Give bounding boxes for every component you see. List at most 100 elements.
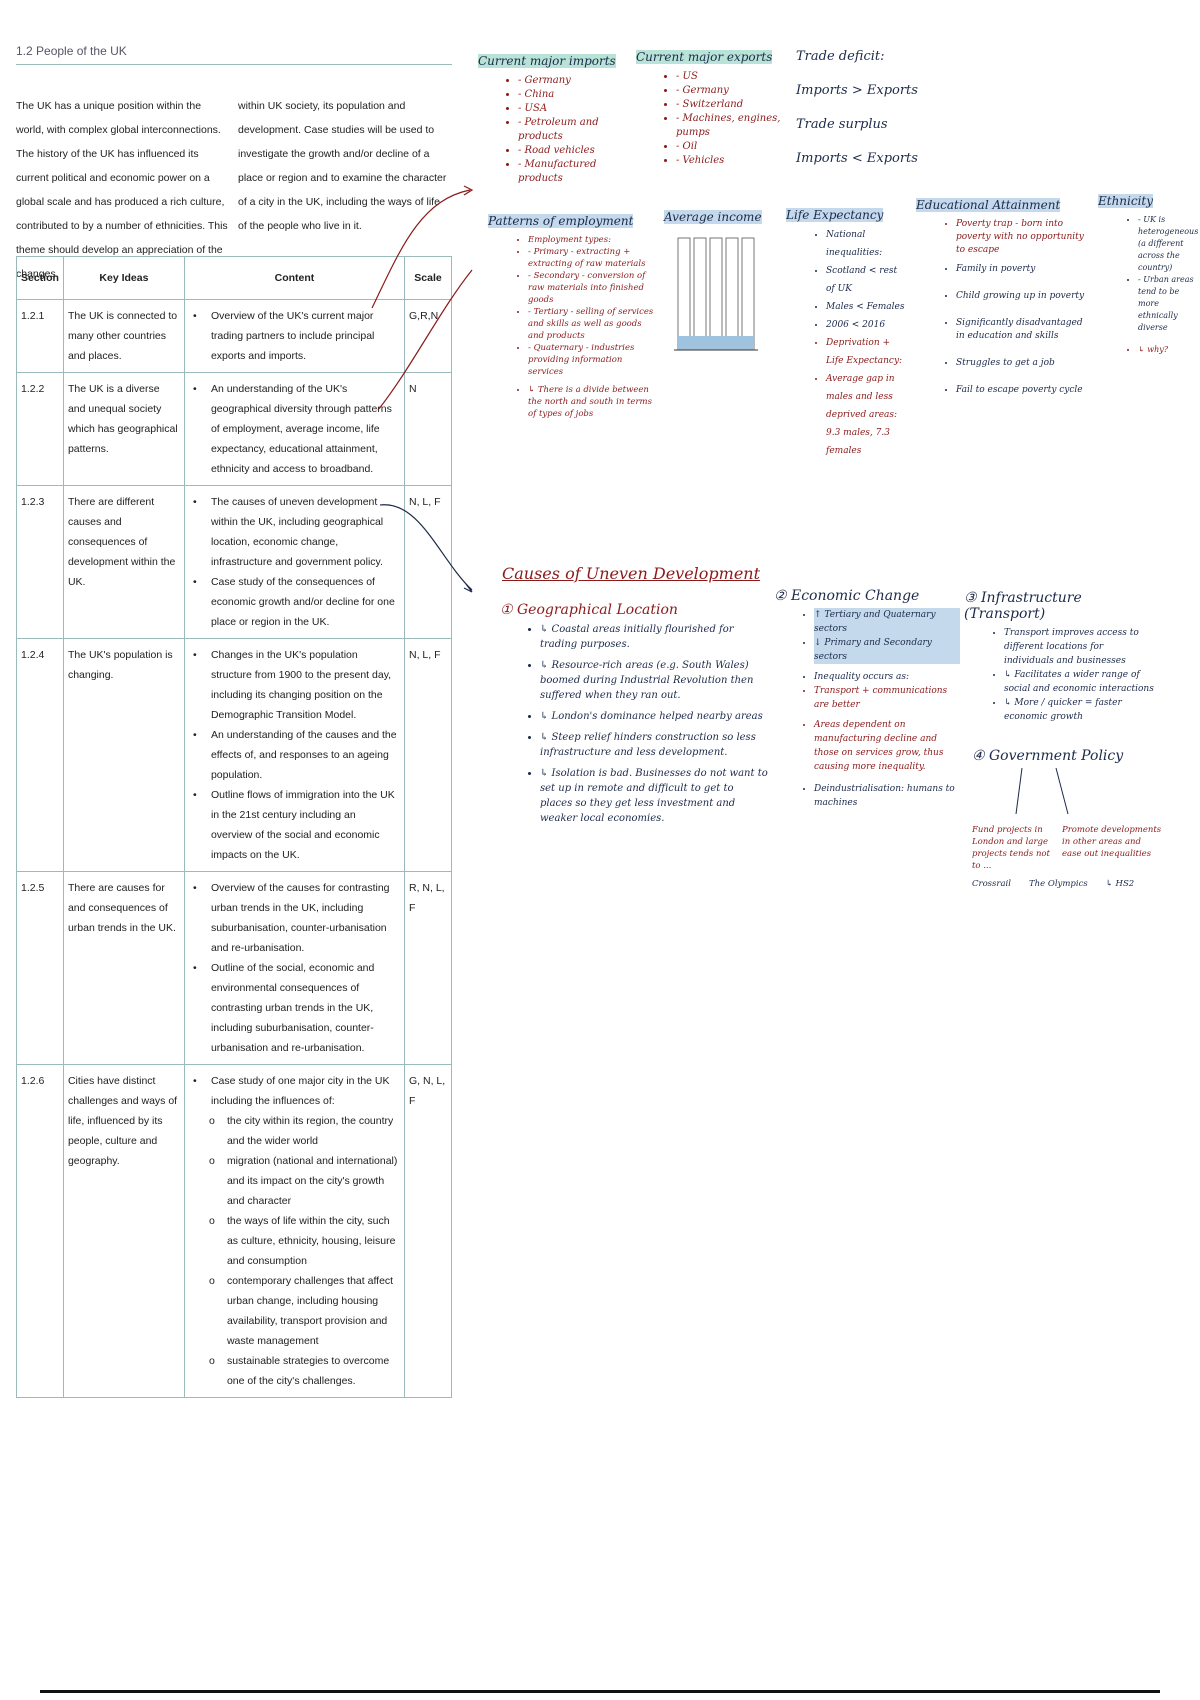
list-item: ↳ Steep relief hinders construction so l… [540,730,768,760]
key-idea-cell: Cities have distinct challenges and ways… [62,1064,185,1398]
promote-developments-text: Promote developments in other areas and … [1062,825,1162,859]
page-title: 1.2 People of the UK [16,44,452,65]
olympics-text: The Olympics [1028,879,1088,889]
causes-title: Causes of Uneven Development [502,564,761,583]
key-idea-cell: There are different causes and consequen… [62,485,185,639]
column-header: Section [16,256,64,300]
list-item: - Road vehicles [518,144,628,158]
content-cell: Case study of one major city in the UK i… [183,1064,406,1398]
list-item: Scotland < rest of UK [826,262,906,298]
list-item: ↳ More / quicker = faster economic growt… [1004,696,1154,724]
bar [725,237,739,351]
table-row: 1.2.4 The UK's population is changing. C… [16,638,452,872]
list-item: - Manufactured products [518,158,628,186]
content-subitem: migration (national and international) a… [209,1151,400,1211]
list-item: Males < Females [826,298,906,316]
section-cell: 1.2.3 [16,485,64,639]
content-item: An understanding of the causes and the e… [193,725,400,785]
scale-cell: G, N, L, F [404,1064,452,1398]
content-item: Case study of the consequences of econom… [193,572,400,632]
income-bar-sketch [674,237,758,351]
list-item: - Petroleum and products [518,116,628,144]
government-policy-note: ④ Government Policy Fund projects in Lon… [972,748,1192,890]
list-item: - Switzerland [676,98,786,112]
content-item: An understanding of the UK's geographica… [193,379,400,479]
content-item: Overview of the causes for contrasting u… [193,878,400,958]
section-cell: 1.2.4 [16,638,64,872]
list-item: - US [676,70,786,84]
content-item: Changes in the UK's population structure… [193,645,400,725]
content-item: The causes of uneven development within … [193,492,400,572]
intro-paragraph-right: within UK society, its population and de… [238,100,447,232]
list-item: Fail to escape poverty cycle [956,384,1086,397]
list-item: ↳ Isolation is bad. Businesses do not wa… [540,766,768,826]
list-item: ↓ Primary and Secondary sectors [814,636,960,664]
list-item: Deprivation + Life Expectancy: [826,334,906,370]
list-item: - Secondary - conversion of raw material… [528,270,658,306]
fund-projects-text: Fund projects in London and large projec… [972,825,1050,871]
table-row: 1.2.3 There are different causes and con… [16,485,452,639]
list-item: Family in poverty [956,263,1086,276]
bar [677,237,691,351]
employment-note: Patterns of employment Employment types:… [488,212,658,429]
column-header: Content [183,256,406,300]
list-item: Inequality occurs as: [814,670,960,684]
education-note: Educational Attainment Poverty trap - bo… [916,196,1086,406]
content-cell: Changes in the UK's population structure… [183,638,406,872]
content-cell: Overview of the UK's current major tradi… [183,299,406,373]
trade-deficit-rule: Imports > Exports [796,83,918,98]
list-item: ↳ Coastal areas initially flourished for… [540,622,768,652]
list-item: - Oil [676,140,786,154]
scale-cell: N [404,372,452,486]
content-subitem: sustainable strategies to overcome one o… [209,1351,400,1391]
content-item: Outline flows of immigration into the UK… [193,785,400,865]
income-title: Average income [664,210,762,224]
ethnicity-note: Ethnicity - UK is heterogeneous (a diffe… [1098,192,1198,364]
geographical-location-note: ① Geographical Location ↳ Coastal areas … [500,602,768,836]
key-idea-cell: The UK is connected to many other countr… [62,299,185,373]
bar [741,237,755,351]
list-item: - Urban areas tend to be more ethnically… [1138,274,1194,334]
content-subitem: the ways of life within the city, such a… [209,1211,400,1271]
ethnicity-title: Ethnicity [1098,194,1154,208]
bar-fill [678,336,754,350]
list-item: - Primary - extracting + extracting of r… [528,246,658,270]
list-item: Transport improves access to different l… [1004,626,1154,668]
list-item: Child growing up in poverty [956,290,1086,303]
list-item: Struggles to get a job [956,357,1086,370]
connector-arrows [371,185,474,593]
column-header: Key Ideas [62,256,185,300]
list-item: - Germany [676,84,786,98]
scale-cell: N, L, F [404,485,452,639]
content-cell: Overview of the causes for contrasting u… [183,871,406,1065]
list-item: Employment types: [528,234,658,246]
life-expectancy-note: Life Expectancy National inequalities: S… [786,206,906,469]
infra-title: ③ Infrastructure (Transport) [964,590,1082,622]
trade-balance-note: Trade deficit: Imports > Exports Trade s… [796,40,936,176]
list-item: ↳ Resource-rich areas (e.g. South Wales)… [540,658,768,703]
list-item: ↳ There is a divide between the north an… [528,384,658,420]
economic-change-note: ② Economic Change ↑ Tertiary and Quatern… [774,588,960,819]
employment-title: Patterns of employment [488,214,634,228]
section-cell: 1.2.5 [16,871,64,1065]
list-item: - China [518,88,628,102]
exports-note: Current major exports - US - Germany - S… [636,48,786,178]
policy-arrows [1015,767,1069,815]
scale-cell: R, N, L, F [404,871,452,1065]
infrastructure-note: ③ Infrastructure (Transport) Transport i… [964,590,1154,733]
section-cell: 1.2.6 [16,1064,64,1398]
list-item: Transport + communications are better [814,684,960,712]
imports-title: Current major imports [478,54,616,68]
econ-title: ② Economic Change [774,588,920,604]
list-item: ↳ why? [1138,344,1194,356]
list-item: - UK is heterogeneous (a different acros… [1138,214,1198,274]
list-item: Deindustrialisation: humans to machines [814,782,960,810]
content-item: Outline of the social, economic and envi… [193,958,400,1058]
section-cell: 1.2.2 [16,372,64,486]
education-title: Educational Attainment [916,198,1061,212]
table-header-row: Section Key Ideas Content Scale [16,256,452,300]
list-item: Significantly disadvantaged in education… [956,317,1086,343]
section-cell: 1.2.1 [16,299,64,373]
key-idea-cell: There are causes for and consequences of… [62,871,185,1065]
bar [709,237,723,351]
